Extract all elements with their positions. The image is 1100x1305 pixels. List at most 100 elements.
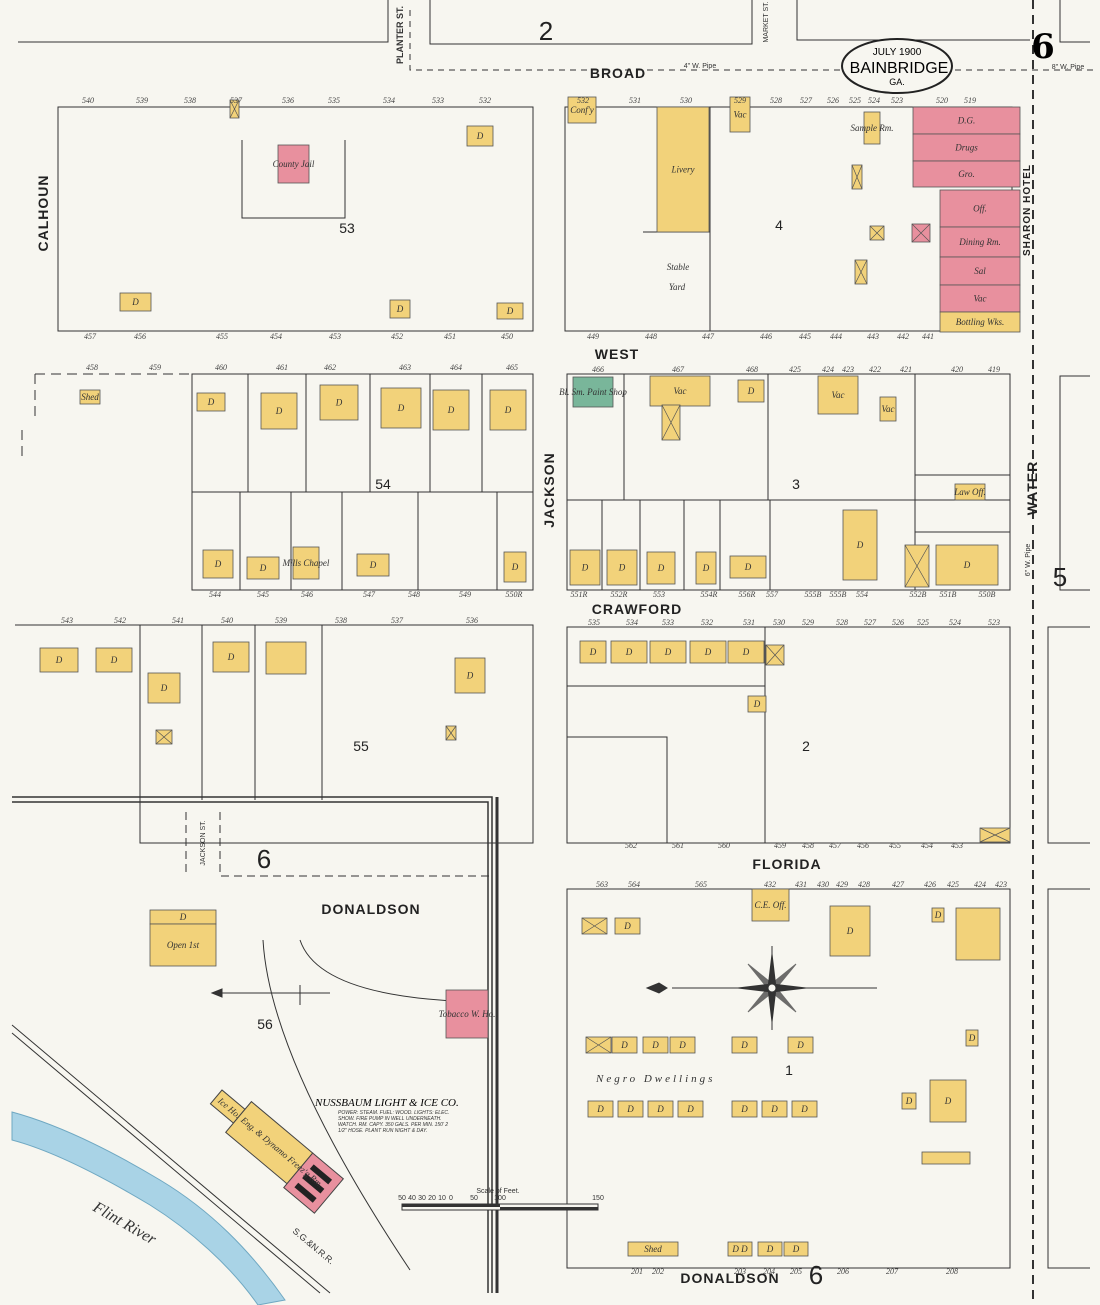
lot-number: 534 bbox=[383, 96, 395, 105]
building-label: D bbox=[686, 1104, 694, 1114]
building-footprint bbox=[912, 133, 1021, 162]
lot-number: 525 bbox=[917, 618, 929, 627]
pipe-note: 4" W. Pipe bbox=[684, 63, 717, 70]
building-label: Bl. Sm. Paint Shop bbox=[559, 387, 627, 397]
lot-number: 459 bbox=[149, 363, 161, 372]
adjoining-sheet-south: 6 bbox=[809, 1260, 823, 1290]
building: Off. bbox=[939, 189, 1021, 228]
building-label: D bbox=[657, 563, 665, 573]
scale-label: Scale of Feet. bbox=[476, 1188, 519, 1195]
lot-number: 524 bbox=[949, 618, 961, 627]
building: Bottling Wks. bbox=[939, 311, 1021, 333]
building-footprint bbox=[727, 1241, 753, 1257]
building: D bbox=[731, 1036, 758, 1054]
building: D bbox=[611, 1036, 638, 1054]
building-footprint bbox=[817, 375, 859, 415]
building-label: D bbox=[678, 1040, 686, 1050]
building-footprint bbox=[265, 641, 307, 675]
building: D bbox=[149, 909, 217, 925]
building bbox=[765, 644, 785, 666]
lot-number: 535 bbox=[328, 96, 340, 105]
building-label: Conf'y bbox=[570, 105, 593, 115]
lot-number: 429 bbox=[836, 880, 848, 889]
building-footprint bbox=[939, 256, 1021, 286]
lot-number: 451 bbox=[444, 332, 456, 341]
cross-mark-icon bbox=[851, 164, 863, 190]
building bbox=[921, 1151, 971, 1165]
lot-number: 546 bbox=[301, 590, 313, 599]
building-footprint bbox=[935, 544, 999, 586]
lot-lines bbox=[192, 374, 533, 590]
building-footprint bbox=[572, 376, 614, 408]
building-footprint bbox=[260, 392, 298, 430]
building-label: D bbox=[747, 386, 755, 396]
building-footprint bbox=[829, 905, 871, 957]
building: Sal bbox=[939, 256, 1021, 286]
street-water: WATER bbox=[1024, 461, 1040, 516]
lot-number: 425 bbox=[789, 365, 801, 374]
building-label: D bbox=[335, 398, 343, 408]
building-label: D bbox=[275, 406, 283, 416]
building-footprint bbox=[503, 551, 527, 583]
building-footprint bbox=[95, 647, 133, 673]
building-label: D bbox=[651, 1040, 659, 1050]
lot-number: 423 bbox=[995, 880, 1007, 889]
building-label: D bbox=[856, 540, 864, 550]
sharon-hotel-label: SHARON HOTEL bbox=[1022, 164, 1033, 256]
lot-number: 565 bbox=[695, 880, 707, 889]
building-label: D bbox=[589, 647, 597, 657]
lot-number: 553 bbox=[653, 590, 665, 599]
building-label: Tobacco W. Ho. bbox=[439, 1009, 496, 1019]
lot-number: 203 bbox=[734, 1267, 746, 1276]
building: D D bbox=[727, 1241, 753, 1257]
building: D bbox=[646, 551, 676, 585]
building-footprint bbox=[567, 96, 597, 124]
scale-bar bbox=[401, 1203, 599, 1211]
building bbox=[585, 1036, 612, 1054]
block-number: 55 bbox=[353, 738, 369, 754]
building-label: D bbox=[766, 1244, 774, 1254]
building-label: Shed bbox=[644, 1244, 662, 1254]
building-footprint bbox=[737, 379, 765, 403]
lot-number: 463 bbox=[399, 363, 411, 372]
building-label: D bbox=[397, 403, 405, 413]
lot-number: 554 bbox=[856, 590, 868, 599]
building-footprint bbox=[656, 106, 710, 233]
lot-number: 551R bbox=[571, 590, 588, 599]
lot-number: 431 bbox=[795, 880, 807, 889]
lot-number: 450 bbox=[501, 332, 513, 341]
building-label: Vac bbox=[674, 386, 687, 396]
building-label: D bbox=[369, 560, 377, 570]
building-label: D bbox=[963, 560, 971, 570]
lot-number: 552R bbox=[611, 590, 628, 599]
lot-number: 542 bbox=[114, 616, 126, 625]
lot-number: 467 bbox=[672, 365, 685, 374]
building: D bbox=[569, 549, 601, 586]
lot-number: 205 bbox=[790, 1267, 802, 1276]
lot-number: 555B bbox=[830, 590, 847, 599]
lot-number: 524 bbox=[868, 96, 880, 105]
building-footprint bbox=[731, 1100, 758, 1118]
building-footprint bbox=[147, 672, 181, 704]
building-footprint bbox=[921, 1151, 971, 1165]
building: D bbox=[727, 640, 765, 664]
building-footprint bbox=[454, 657, 486, 694]
building-label: D bbox=[800, 1104, 808, 1114]
lot-number: 532 bbox=[479, 96, 491, 105]
street-planter: PLANTER ST. bbox=[395, 6, 405, 64]
building bbox=[911, 223, 931, 243]
lot-number: 462 bbox=[324, 363, 336, 372]
building: D bbox=[610, 640, 648, 664]
lot-number: 527 bbox=[864, 618, 877, 627]
cross-mark-icon bbox=[581, 917, 608, 935]
scale-tick-label: 20 bbox=[428, 1195, 436, 1202]
building: D bbox=[757, 1241, 783, 1257]
lot-number: 529 bbox=[734, 96, 746, 105]
block-number: 56 bbox=[257, 1016, 273, 1032]
lot-number: 445 bbox=[799, 332, 811, 341]
building: D bbox=[466, 125, 494, 147]
building: D bbox=[319, 384, 359, 421]
lot-number: 422 bbox=[869, 365, 881, 374]
lot-number: 539 bbox=[136, 96, 148, 105]
lot-number: 532 bbox=[701, 618, 713, 627]
